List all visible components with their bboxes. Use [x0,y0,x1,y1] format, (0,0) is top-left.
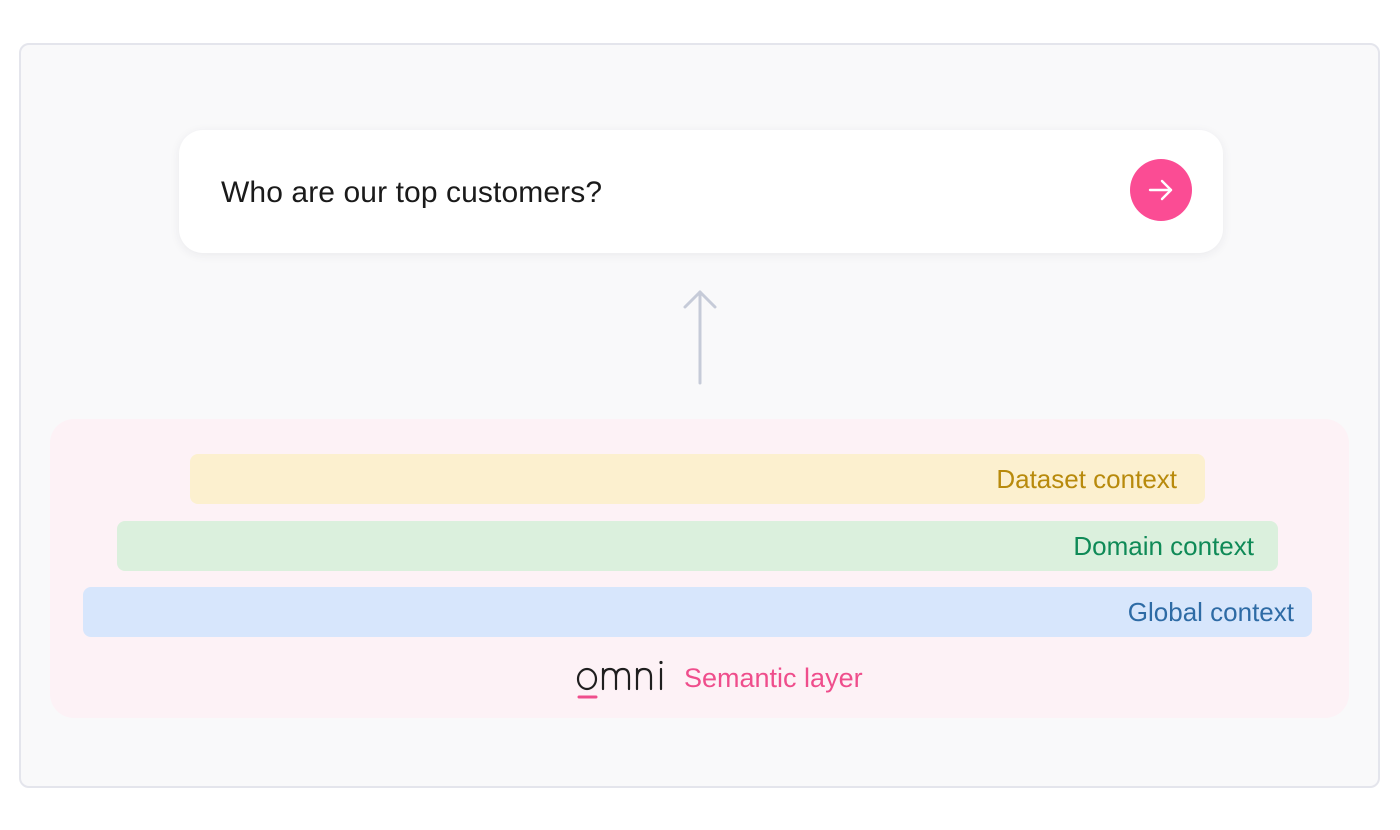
global-context-label: Global context [1127,596,1294,627]
arrow-up-icon [683,290,717,385]
domain-context-layer: Domain context [117,521,1278,571]
domain-context-label: Domain context [1073,530,1254,561]
dataset-context-label: Dataset context [996,463,1177,494]
dataset-context-layer: Dataset context [190,454,1205,504]
prompt-input-box[interactable]: Who are our top customers? [179,130,1223,253]
submit-button[interactable] [1130,159,1192,221]
arrow-right-icon [1148,179,1173,201]
global-context-layer: Global context [83,587,1312,637]
omni-logo [576,660,663,699]
prompt-text: Who are our top customers? [221,176,603,209]
semantic-layer-label: Semantic layer [684,663,863,693]
semantic-layer-panel: Dataset context Domain context Global co… [50,419,1349,718]
semantic-layer-footer: Semantic layer [50,659,1349,703]
